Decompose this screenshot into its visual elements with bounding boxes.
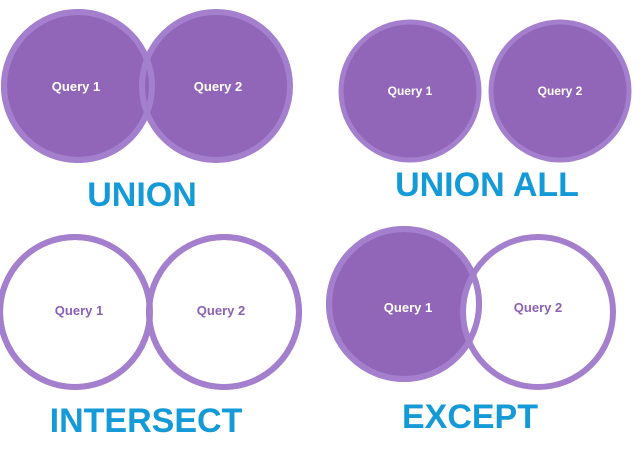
except-title: EXCEPT bbox=[402, 398, 538, 436]
union-overlap-outline bbox=[1, 9, 155, 163]
union-all-diagram: Query 1 Query 2 UNION ALL bbox=[338, 19, 632, 204]
union-all-query2-circle bbox=[488, 19, 632, 163]
except-query1-label: Query 1 bbox=[384, 300, 432, 315]
except-diagram: Query 1 Query 2 EXCEPT bbox=[326, 226, 616, 436]
union-title: UNION bbox=[87, 176, 197, 214]
intersect-diagram: Query 1 Query 2 INTERSECT bbox=[0, 234, 302, 440]
union-query2-circle bbox=[139, 9, 293, 163]
except-query2-circle bbox=[460, 234, 616, 390]
union-all-query1-circle bbox=[338, 19, 482, 163]
intersect-query1-label: Query 1 bbox=[55, 303, 103, 318]
union-query2-label: Query 2 bbox=[194, 79, 242, 94]
union-all-query1-label: Query 1 bbox=[388, 84, 433, 98]
except-query1-outline bbox=[326, 226, 482, 382]
union-all-title: UNION ALL bbox=[395, 166, 579, 204]
union-diagram: Query 1 Query 2 UNION bbox=[1, 9, 293, 214]
except-query2-label: Query 2 bbox=[514, 300, 562, 315]
intersect-title: INTERSECT bbox=[50, 402, 243, 440]
union-all-query2-label: Query 2 bbox=[538, 84, 583, 98]
intersect-query2-label: Query 2 bbox=[197, 303, 245, 318]
union-query1-label: Query 1 bbox=[52, 79, 100, 94]
intersect-query2-outline bbox=[146, 234, 302, 390]
